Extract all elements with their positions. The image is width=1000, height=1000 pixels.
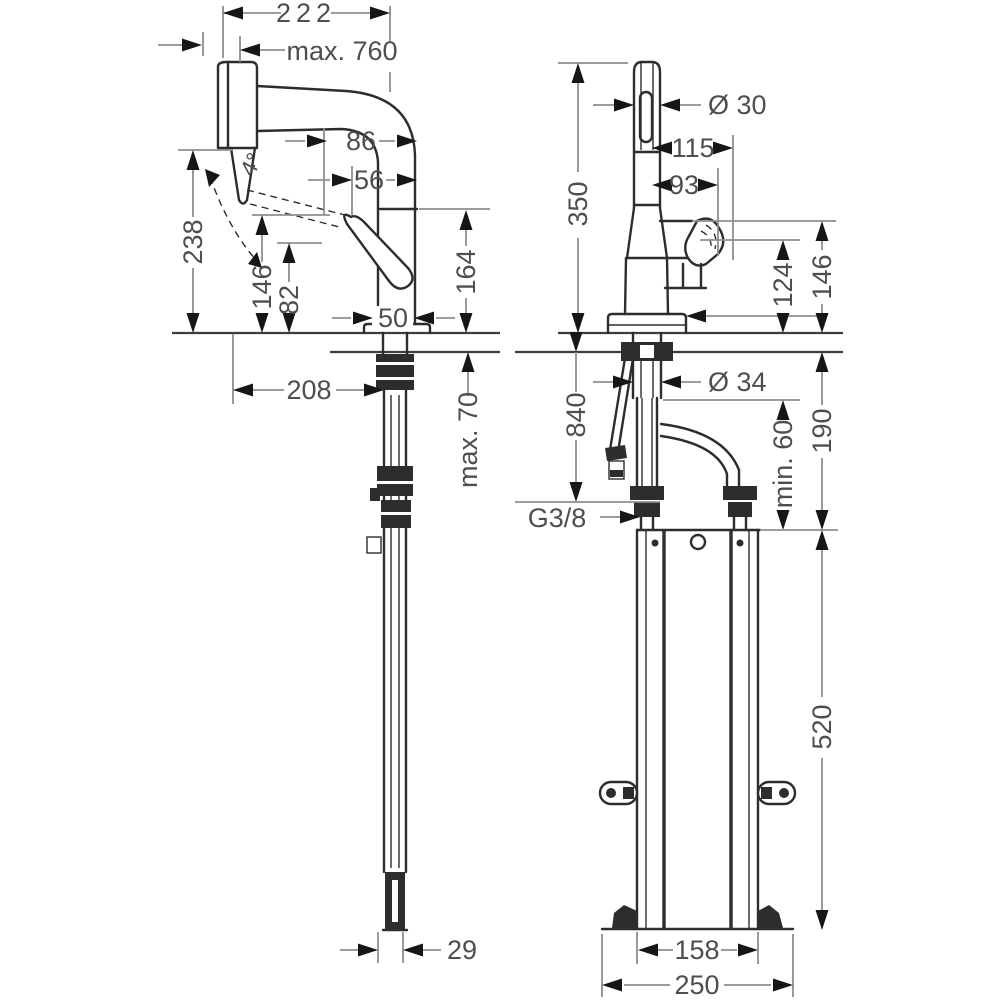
dim-max-70-label: max. 70	[453, 392, 483, 488]
dim-164: 164	[419, 208, 490, 333]
side-view: 222 max. 760 238 4° 86	[158, 0, 500, 965]
dim-158-label: 158	[674, 935, 719, 965]
dim-250: 250	[601, 934, 794, 1000]
dim-238: 238	[178, 149, 232, 333]
dim-208-label: 208	[286, 375, 331, 405]
dim-dia-30: Ø 30	[593, 90, 767, 120]
dim-115-label: 115	[671, 133, 714, 163]
select-handle-front	[658, 217, 725, 290]
escutcheon-leader	[686, 309, 822, 323]
dim-56-label: 56	[354, 165, 384, 195]
dim-max-760: max. 760	[158, 32, 398, 66]
dim-max-760-label: max. 760	[286, 36, 397, 66]
dim-158: 158	[636, 932, 759, 965]
callout-g38-label: G3/8	[528, 503, 587, 533]
dim-250-label: 250	[674, 970, 719, 1000]
dim-86-label: 86	[346, 126, 376, 156]
dim-angle-4deg: 4°	[205, 148, 268, 268]
dim-115: 115	[652, 133, 734, 260]
dim-min-60-label: min. 60	[768, 420, 798, 509]
dim-350-label: 350	[563, 181, 593, 226]
dim-840-label: 840	[561, 392, 591, 437]
dim-56: 56	[308, 165, 417, 215]
shank-and-hose-tube	[366, 331, 414, 932]
dim-angle-label: 4°	[234, 148, 267, 180]
dim-190: 190	[807, 352, 837, 530]
dim-min-60: min. 60	[663, 399, 800, 530]
front-view: Ø 30 115 93 350 124	[515, 60, 843, 1000]
select-handle-lever	[246, 189, 414, 290]
dim-520-label: 520	[807, 704, 837, 749]
dim-222-label: 222	[276, 0, 336, 28]
dim-dia-30-label: Ø 30	[708, 90, 767, 120]
dim-29-label: 29	[447, 935, 477, 965]
mounting-bracket	[598, 528, 797, 931]
callout-g38: G3/8	[528, 503, 640, 533]
dim-164-label: 164	[451, 249, 481, 294]
dim-82-label: 82	[274, 285, 304, 315]
dim-82: 82	[274, 242, 322, 333]
dim-124: 124	[700, 239, 800, 333]
shank-and-hoses	[605, 331, 757, 532]
dim-350: 350	[558, 62, 628, 333]
countertop-lines	[172, 331, 500, 354]
dim-29: 29	[340, 932, 477, 965]
dim-124-label: 124	[768, 262, 798, 307]
side-clip-right	[756, 780, 797, 806]
dim-840: 840	[515, 332, 660, 503]
dim-146-side-label: 146	[247, 264, 277, 309]
dim-190-label: 190	[807, 408, 837, 453]
dim-max-70: max. 70	[453, 352, 483, 488]
dim-520: 520	[760, 529, 838, 930]
dim-208: 208	[232, 334, 384, 405]
dim-238-label: 238	[178, 219, 208, 264]
dim-93-label: 93	[669, 170, 699, 200]
spray-head	[216, 60, 259, 205]
dim-86: 86	[285, 126, 417, 215]
countertop-lines-front	[515, 331, 843, 354]
dim-222: 222	[222, 0, 391, 92]
side-clip-left	[598, 780, 639, 806]
spout-and-body	[255, 84, 432, 335]
dim-146-front: 146	[692, 220, 837, 333]
dim-dia-34: Ø 34	[593, 367, 767, 397]
faucet-column	[606, 60, 702, 335]
dim-146-side: 146	[247, 214, 330, 333]
dim-146-front-label: 146	[807, 254, 837, 299]
dim-50-label: 50	[378, 303, 408, 333]
dim-93: 93	[652, 168, 719, 256]
dim-50: 50	[332, 303, 455, 333]
dim-dia-34-label: Ø 34	[708, 367, 767, 397]
